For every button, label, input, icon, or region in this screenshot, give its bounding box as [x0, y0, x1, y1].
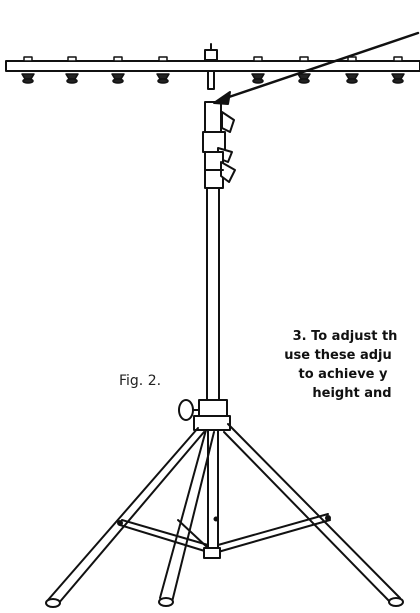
upper-clamp — [202, 101, 236, 189]
instruction-callout: 3. To adjust th use these adju to achiev… — [250, 327, 420, 403]
main-pole — [206, 187, 220, 401]
figure-label: Fig. 2. — [119, 373, 162, 389]
leg-hub — [178, 399, 231, 431]
bar-top-nubs — [23, 56, 403, 62]
callout-line-4: height and — [312, 386, 392, 401]
bar-mounts — [21, 73, 405, 84]
callout-line-3: to achieve y — [298, 367, 388, 382]
callout-line-2: use these adju — [284, 348, 392, 363]
callout-line-1: 3. To adjust th — [292, 329, 398, 344]
t-bar — [5, 43, 420, 90]
tripod-legs — [45, 423, 404, 608]
arrow-pointer-icon — [213, 31, 420, 105]
